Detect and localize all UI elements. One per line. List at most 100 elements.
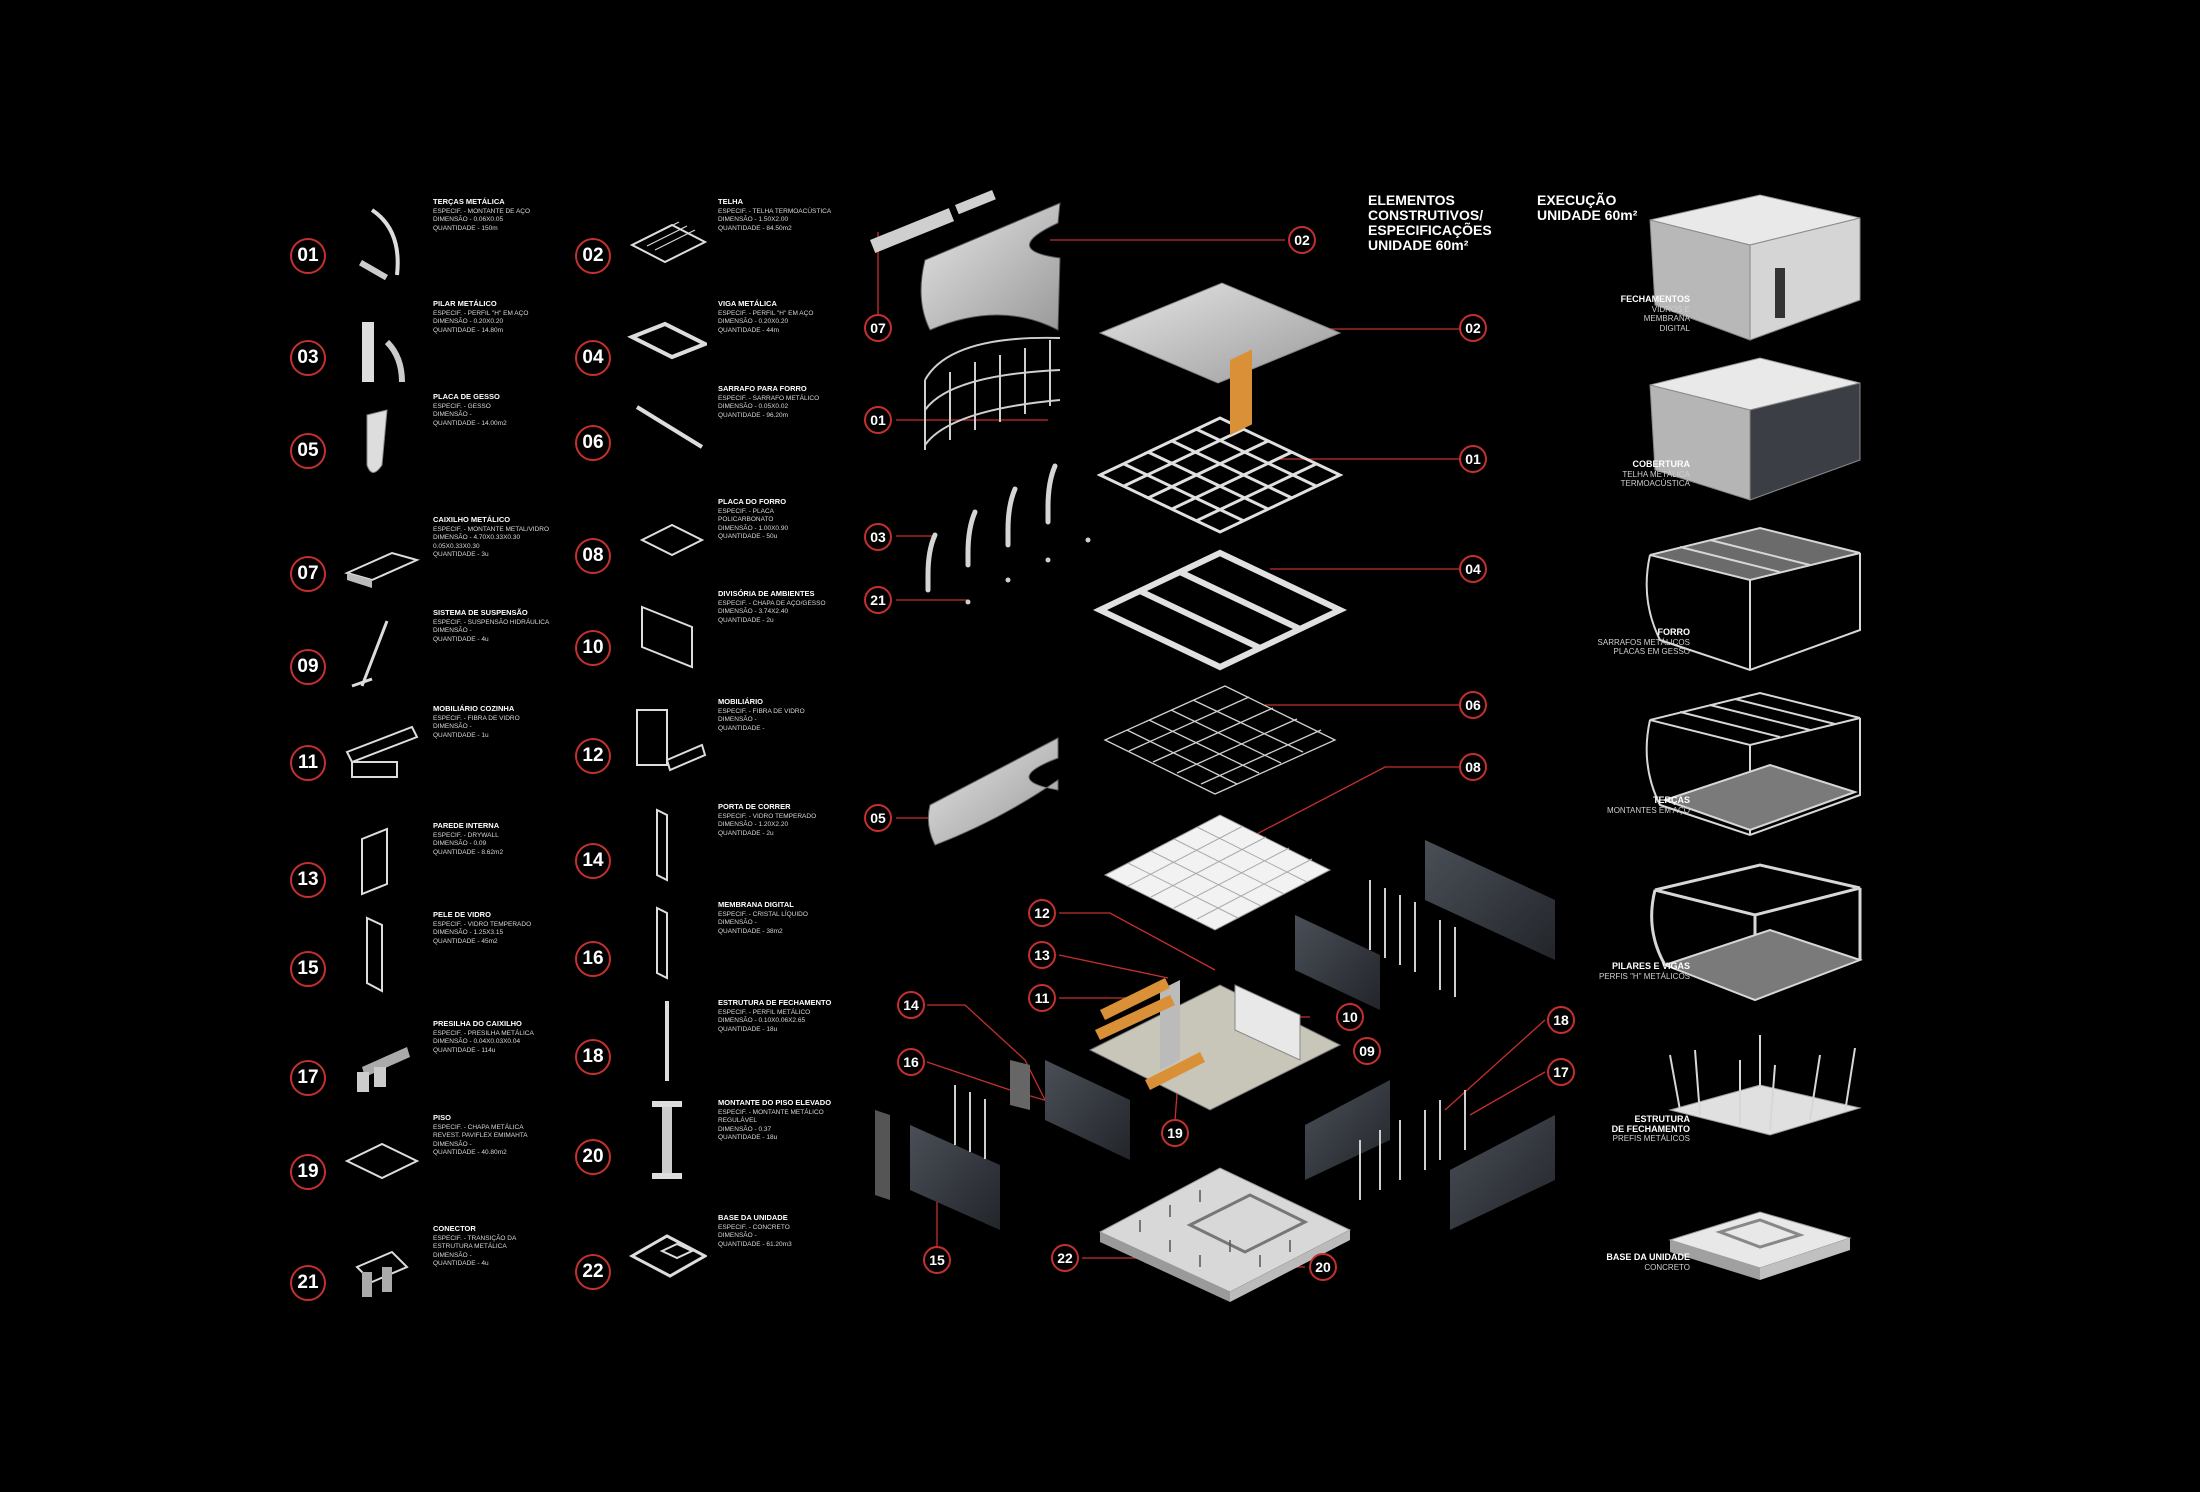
- stage-desc: MEMBRANA: [1643, 314, 1690, 323]
- spec-line: REVEST. PAVIFLEX EMIMAHTA: [433, 1132, 528, 1139]
- spec-line: QUANTIDADE - 18u: [718, 1025, 778, 1033]
- spec-name: CAIXILHO METÁLICO: [433, 515, 511, 524]
- spec-line: ESPECIF. - SUSPENSÃO HIDRÁULICA: [433, 618, 550, 626]
- spec-line: QUANTIDADE - 14.00m2: [433, 419, 507, 427]
- stage-desc: MONTANTES EM AÇO: [1607, 805, 1690, 815]
- spec-line: DIMENSÃO -: [718, 716, 757, 723]
- callout-label: 08: [1465, 759, 1481, 775]
- spec-line: ESPECIF. - GESSO: [433, 402, 491, 410]
- batten-icon: [627, 387, 707, 467]
- ceiling-panels: [1103, 814, 1332, 931]
- stage-desc: TELHA METÁLICA: [1622, 469, 1690, 479]
- spec-line: ESPECIF. - CHAPA DE AÇO/GESSO: [718, 599, 826, 607]
- spec-line: ESPECIF. - TRANSIÇÃO DA: [433, 1234, 517, 1242]
- callout-label: 05: [870, 810, 886, 826]
- spec-line: QUANTIDADE - 3u: [433, 551, 489, 558]
- callout-label: 01: [1465, 451, 1481, 467]
- callout-label: 19: [1167, 1125, 1183, 1141]
- catalog-badge-10: 10: [575, 630, 611, 666]
- spec-line: ESPECIF. - VIDRO TEMPERADO: [718, 812, 817, 820]
- spec-line: ESPECIF. - CHAPA METÁLICA: [433, 1123, 524, 1131]
- partition-icon: [627, 592, 707, 672]
- execution-title: EXECUÇÃO UNIDADE 60m²: [1537, 192, 1638, 223]
- callout-06: 06: [1459, 691, 1487, 719]
- catalog-badge-05: 05: [290, 433, 326, 469]
- callout-label: 22: [1057, 1250, 1073, 1266]
- callout-10: 10: [1336, 1003, 1364, 1031]
- spec-line: ESPECIF. - FIBRA DE VIDRO: [433, 714, 520, 722]
- stage-desc: PERFIS "H" METÁLICOS: [1598, 971, 1690, 981]
- callout-05: 05: [864, 804, 892, 832]
- spec-name: PISO: [433, 1113, 451, 1122]
- connectors: [965, 537, 1091, 605]
- spec-line: DIMENSÃO -: [433, 1251, 472, 1259]
- spec-line: QUANTIDADE - 114u: [433, 1046, 496, 1054]
- catalog-badge-03: 03: [290, 340, 326, 376]
- spec-line: REGULÁVEL: [718, 1117, 758, 1124]
- stage-desc: DIGITAL: [1659, 323, 1690, 333]
- spec-name: PAREDE INTERNA: [433, 821, 500, 830]
- columns: [925, 463, 1058, 593]
- spec-line: QUANTIDADE - 4u: [433, 635, 489, 643]
- interior-module: [1088, 349, 1342, 1111]
- battens: [1103, 685, 1337, 795]
- spec-line: QUANTIDADE - 14.80m: [433, 326, 504, 334]
- catalog-badge-08: 08: [575, 538, 611, 574]
- spec-line: DIMENSÃO - 0.10X0.06X2.65: [718, 1017, 806, 1024]
- spec-name: PILAR METÁLICO: [433, 299, 497, 308]
- gypsum-board: [927, 737, 1059, 846]
- spec-line: QUANTIDADE - 50u: [718, 533, 778, 540]
- callout-01: 01: [864, 406, 892, 434]
- callout-label: 17: [1553, 1064, 1569, 1080]
- spec-line: DIMENSÃO - 4.70X0.33X0.30: [433, 534, 521, 541]
- exploded-callouts: 0702010321050201040608121311100914161915…: [864, 226, 1575, 1281]
- suspension-icon: [342, 611, 422, 691]
- spec-line: QUANTIDADE - 8.62m2: [433, 848, 504, 856]
- catalog-badge-22: 22: [575, 1254, 611, 1290]
- connector-icon: [342, 1227, 422, 1307]
- spec-line: ESTRUTURA METÁLICA: [433, 1243, 507, 1250]
- callout-label: 12: [1034, 905, 1050, 921]
- spec-name: ESTRUTURA DE FECHAMENTO: [718, 998, 832, 1007]
- stage-desc: CONCRETO: [1644, 1262, 1690, 1272]
- spec-line: ESPECIF. - PERFIL "H" EM AÇO: [718, 309, 814, 317]
- spec-line: ESPECIF. - PRESILHA METÁLICA: [433, 1029, 534, 1037]
- catalog-badge-17: 17: [290, 1060, 326, 1096]
- callout-22: 22: [1051, 1244, 1079, 1272]
- spec-line: DIMENSÃO - 1.50X2.00: [718, 216, 789, 223]
- callout-label: 07: [870, 320, 886, 336]
- stage-title: ESTRUTURA DE FECHAMENTO: [1611, 1114, 1690, 1134]
- kitchen-furniture-icon: [342, 707, 422, 787]
- spec-line: ESPECIF. - FIBRA DE VIDRO: [718, 707, 805, 715]
- spec-line: DIMENSÃO - 0.04X0.03X0.04: [433, 1038, 521, 1045]
- callout-label: 16: [903, 1054, 919, 1070]
- spec-line: ESPECIF. - CONCRETO: [718, 1223, 790, 1231]
- spec-line: ESPECIF. - MONTANTE METÁLICO: [718, 1108, 824, 1116]
- catalog-badge-01: 01: [290, 238, 326, 274]
- exploded-title: ELEMENTOS CONSTRUTIVOS/ ESPECIFICAÇÕES U…: [1368, 192, 1492, 253]
- spec-line: POLICARBONATO: [718, 516, 774, 523]
- spec-line: QUANTIDADE - 150m: [433, 224, 498, 232]
- spec-name: PLACA DE GESSO: [433, 392, 500, 401]
- callout-15: 15: [923, 1246, 951, 1274]
- spec-line: ESPECIF. - SARRAFO METÁLICO: [718, 394, 820, 402]
- closure-profile-icon: [627, 1001, 707, 1086]
- callout-02: 02: [1288, 226, 1316, 254]
- stage-desc: PREFIS METÁLICOS: [1612, 1134, 1690, 1143]
- catalog-badge-19: 19: [290, 1154, 326, 1190]
- spec-name: PELE DE VIDRO: [433, 910, 491, 919]
